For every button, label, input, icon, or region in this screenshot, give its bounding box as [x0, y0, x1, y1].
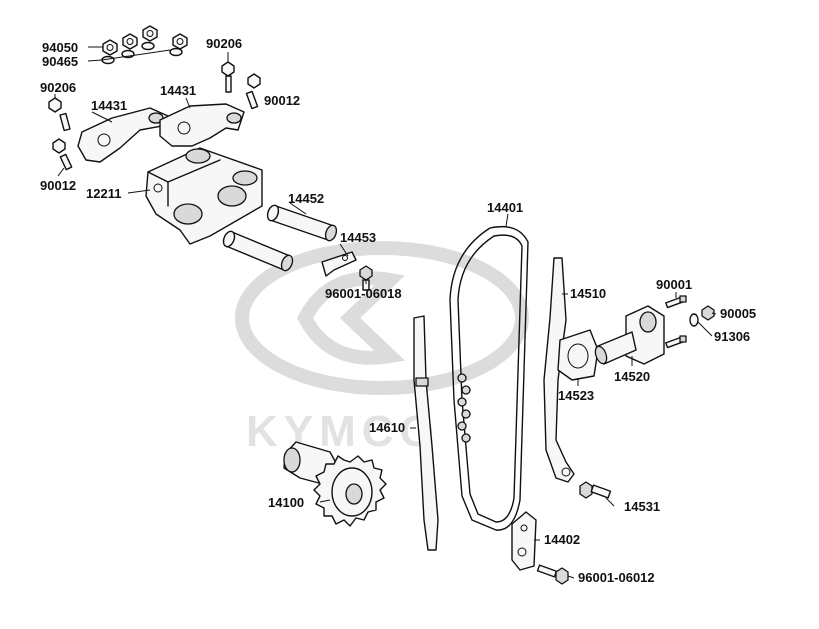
- camshaft-sprocket: [283, 441, 387, 527]
- chain-guide: [413, 315, 439, 551]
- guide-plate: [511, 511, 537, 571]
- callout-14100: 14100: [268, 495, 304, 510]
- callout-91306: 91306: [714, 329, 750, 344]
- callout-labels: 94050 90465 90206 90012 90206 90012 1443…: [40, 36, 756, 585]
- callout-90005: 90005: [720, 306, 756, 321]
- sealing-washer: [689, 313, 699, 327]
- callout-90465: 90465: [42, 54, 78, 69]
- callout-14523: 14523: [558, 388, 594, 403]
- tensioner-plug: [701, 305, 715, 321]
- tensioner-gasket: [557, 329, 599, 381]
- callout-14431-right: 14431: [160, 83, 196, 98]
- callout-14431-left: 14431: [91, 98, 127, 113]
- cam-chain-tensioner: [594, 305, 665, 365]
- rocker-shaft-upper: [266, 204, 338, 242]
- callout-96001-06018: 96001-06018: [325, 286, 402, 301]
- rocker-shaft-lower: [222, 230, 294, 272]
- nut-washer-set: [101, 25, 188, 65]
- callout-14453: 14453: [340, 230, 376, 245]
- callout-14520: 14520: [614, 369, 650, 384]
- callout-14531: 14531: [624, 499, 660, 514]
- chain-links: [457, 373, 471, 443]
- callout-94050: 94050: [42, 40, 78, 55]
- camshaft-holder: [145, 147, 263, 245]
- callout-90012-top: 90012: [264, 93, 300, 108]
- callout-90012-left: 90012: [40, 178, 76, 193]
- callout-14610: 14610: [369, 420, 405, 435]
- callout-96001-06012: 96001-06012: [578, 570, 655, 585]
- plate-bolt: [536, 564, 569, 585]
- cam-chain: [449, 225, 529, 531]
- callout-14452: 14452: [288, 191, 324, 206]
- kymco-watermark: KYMCO: [235, 241, 529, 456]
- watermark-brand: KYMCO: [246, 407, 440, 456]
- adjuster-screw-top: [221, 61, 261, 110]
- callout-12211: 12211: [86, 186, 121, 201]
- rocker-arm-left: [77, 107, 169, 163]
- callout-14510: 14510: [570, 286, 606, 301]
- callout-90206-top: 90206: [206, 36, 242, 51]
- leader-lines: [54, 46, 717, 579]
- callout-90001: 90001: [656, 277, 692, 292]
- guide-bolt: [579, 481, 612, 499]
- callout-14401: 14401: [487, 200, 523, 215]
- tensioner-bolts: [665, 295, 687, 349]
- callout-14402: 14402: [544, 532, 580, 547]
- callout-90206-left: 90206: [40, 80, 76, 95]
- adjuster-screw-left: [48, 97, 73, 171]
- rocker-arm-right: [159, 103, 245, 147]
